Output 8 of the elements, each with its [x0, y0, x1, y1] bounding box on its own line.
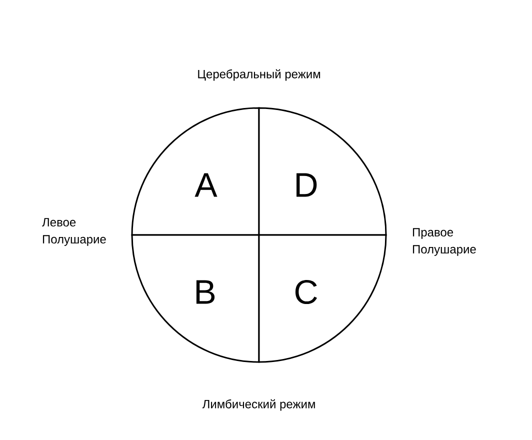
quadrant: C [258, 234, 387, 363]
quadrant: B [131, 234, 260, 363]
axis-label: Церебральный режим [198, 69, 320, 81]
quadrant: A [131, 107, 260, 236]
quadrant: D [258, 107, 387, 236]
axis-label: Правое Полушарие [412, 228, 476, 256]
axis-label: Левое Полушарие [42, 218, 106, 246]
axis-label: Лимбический режим [202, 399, 315, 411]
